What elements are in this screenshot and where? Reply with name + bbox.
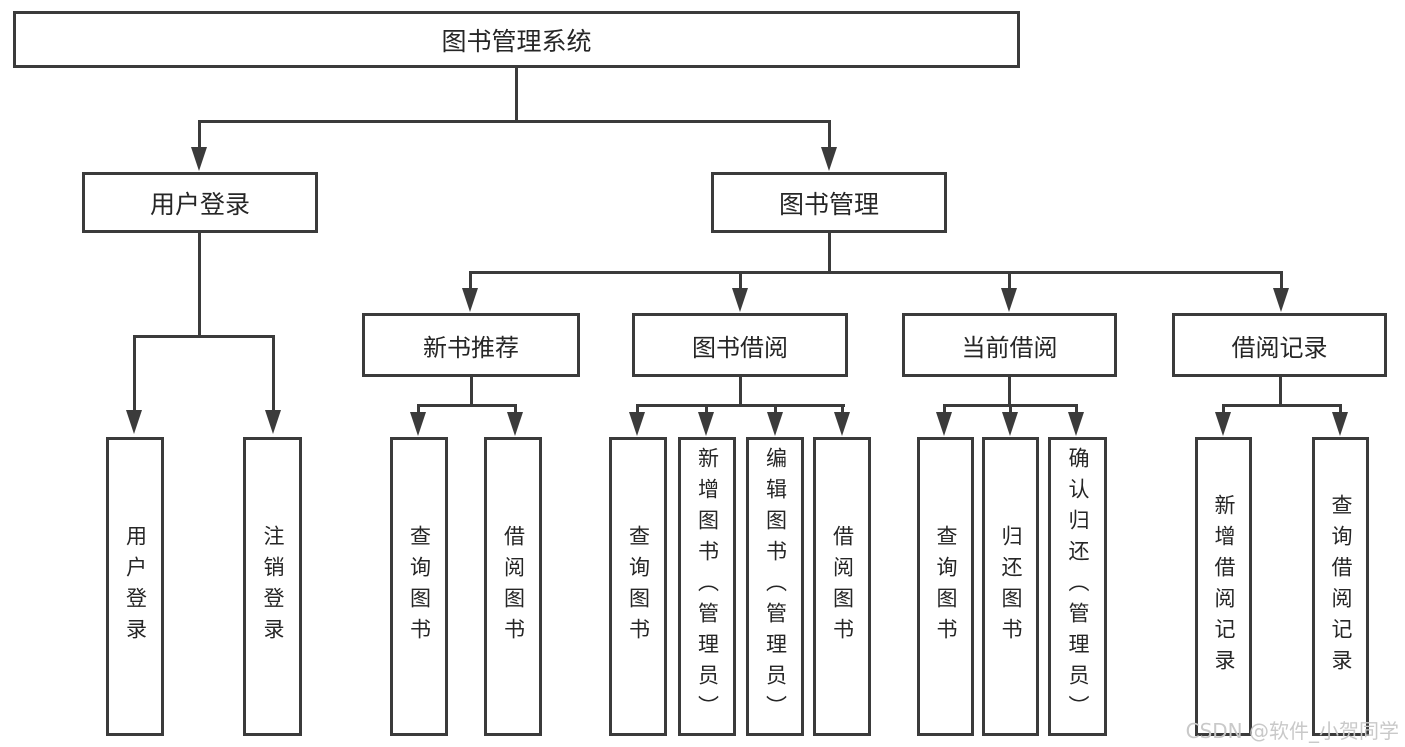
connector-bookborrow-drop (739, 271, 742, 290)
connector-borrowrecords-hline (1222, 404, 1342, 407)
connector-borrowrecords-drop (1280, 271, 1283, 290)
node-book-borrow: 图书借阅 (632, 313, 848, 377)
node-leaf-bb-query: 查询图书 (609, 437, 667, 736)
node-leaf-cb-confirm: 确认归还（管理员） (1048, 437, 1107, 736)
node-leaf-nb-borrow: 借阅图书 (484, 437, 542, 736)
connector-bookmgmt-stem (828, 233, 831, 274)
node-leaf-bb-edit-label: 编辑图书（管理员） (763, 447, 788, 726)
node-leaf-bb-query-label: 查询图书 (626, 524, 651, 649)
arrowhead-leaf-br-query (1332, 412, 1348, 436)
connector-newbooks-hline (417, 404, 517, 407)
node-leaf-logout-label: 注销登录 (261, 524, 286, 649)
node-leaf-cb-query: 查询图书 (917, 437, 974, 736)
node-book-borrow-label: 图书借阅 (692, 333, 788, 362)
connector-leaf-cb-query-drop (943, 404, 946, 414)
node-leaf-br-add: 新增借阅记录 (1195, 437, 1252, 736)
connector-borrowrecords-stem (1279, 377, 1282, 407)
connector-bookmgmt-drop (828, 120, 831, 150)
connector-leaf-nb-borrow-drop (514, 404, 517, 414)
connector-leaf-logout-drop (272, 335, 275, 412)
arrowhead-newbooks (462, 288, 478, 312)
node-book-mgmt-label: 图书管理 (778, 189, 879, 219)
arrowhead-leaf-cb-return (1002, 412, 1018, 436)
connector-bookmgmt-hline (469, 271, 1283, 274)
node-leaf-cb-return-label: 归还图书 (999, 524, 1024, 649)
node-leaf-br-add-label: 新增借阅记录 (1212, 493, 1237, 680)
connector-bookborrow-hline (636, 404, 845, 407)
connector-leaf-cb-confirm-drop (1075, 404, 1078, 414)
connector-leaf-br-add-drop (1222, 404, 1225, 414)
arrowhead-userlogin (191, 147, 207, 171)
arrowhead-leaf-login (126, 410, 142, 434)
node-leaf-bb-edit: 编辑图书（管理员） (746, 437, 804, 736)
connector-root-stem (515, 68, 518, 123)
node-book-mgmt: 图书管理 (711, 172, 947, 233)
connector-leaf-bb-add-drop (705, 404, 708, 414)
node-user-login: 用户登录 (82, 172, 318, 233)
node-leaf-bb-add: 新增图书（管理员） (678, 437, 736, 736)
node-leaf-br-query: 查询借阅记录 (1312, 437, 1369, 736)
connector-newbooks-drop (469, 271, 472, 290)
arrowhead-leaf-bb-query (629, 412, 645, 436)
arrowhead-leaf-bb-borrow (834, 412, 850, 436)
connector-leaf-cb-return-drop (1009, 404, 1012, 414)
node-leaf-login: 用户登录 (106, 437, 164, 736)
node-user-login-label: 用户登录 (149, 189, 250, 219)
node-leaf-logout: 注销登录 (243, 437, 302, 736)
node-new-books-label: 新书推荐 (423, 333, 519, 362)
arrowhead-borrowrecords (1273, 288, 1289, 312)
node-borrow-records: 借阅记录 (1172, 313, 1387, 377)
connector-userlogin-stem (198, 233, 201, 338)
connector-leaf-bb-edit-drop (774, 404, 777, 414)
connector-bookborrow-stem (739, 377, 742, 407)
connector-userlogin-hline (133, 335, 275, 338)
arrowhead-leaf-bb-add (698, 412, 714, 436)
arrowhead-currentborrow (1001, 288, 1017, 312)
node-leaf-cb-return: 归还图书 (982, 437, 1039, 736)
node-leaf-bb-borrow: 借阅图书 (813, 437, 871, 736)
node-leaf-cb-confirm-label: 确认归还（管理员） (1066, 447, 1091, 726)
arrowhead-leaf-bb-edit (767, 412, 783, 436)
node-leaf-nb-query-label: 查询图书 (407, 524, 432, 649)
node-leaf-nb-borrow-label: 借阅图书 (501, 524, 526, 649)
node-leaf-br-query-label: 查询借阅记录 (1329, 493, 1354, 680)
node-root-label: 图书管理系统 (441, 26, 592, 56)
connector-leaf-bb-query-drop (636, 404, 639, 414)
connector-leaf-nb-query-drop (417, 404, 420, 414)
node-leaf-bb-borrow-label: 借阅图书 (830, 524, 855, 649)
node-borrow-records-label: 借阅记录 (1231, 333, 1328, 362)
connector-newbooks-stem (470, 377, 473, 407)
arrowhead-leaf-nb-borrow (507, 412, 523, 436)
connector-currentborrow-drop (1008, 271, 1011, 290)
node-new-books: 新书推荐 (362, 313, 580, 377)
node-current-borrow-label: 当前借阅 (961, 333, 1058, 362)
arrowhead-bookmgmt (821, 147, 837, 171)
arrowhead-leaf-cb-query (936, 412, 952, 436)
connector-userlogin-drop (198, 120, 201, 150)
connector-leaf-br-query-drop (1339, 404, 1342, 414)
arrowhead-leaf-br-add (1215, 412, 1231, 436)
arrowhead-bookborrow (732, 288, 748, 312)
connector-leaf-bb-borrow-drop (841, 404, 844, 414)
arrowhead-leaf-logout (265, 410, 281, 434)
connector-leaf-login-drop (133, 335, 136, 412)
node-current-borrow: 当前借阅 (902, 313, 1117, 377)
watermark: CSDN @软件_小贺同学 (1185, 719, 1399, 743)
node-leaf-bb-add-label: 新增图书（管理员） (695, 447, 720, 726)
node-leaf-login-label: 用户登录 (123, 524, 148, 649)
node-root: 图书管理系统 (13, 11, 1020, 68)
connector-root-hline (198, 120, 831, 123)
connector-currentborrow-stem (1008, 377, 1011, 407)
node-leaf-cb-query-label: 查询图书 (934, 524, 959, 649)
arrowhead-leaf-cb-confirm (1068, 412, 1084, 436)
arrowhead-leaf-nb-query (410, 412, 426, 436)
node-leaf-nb-query: 查询图书 (390, 437, 448, 736)
